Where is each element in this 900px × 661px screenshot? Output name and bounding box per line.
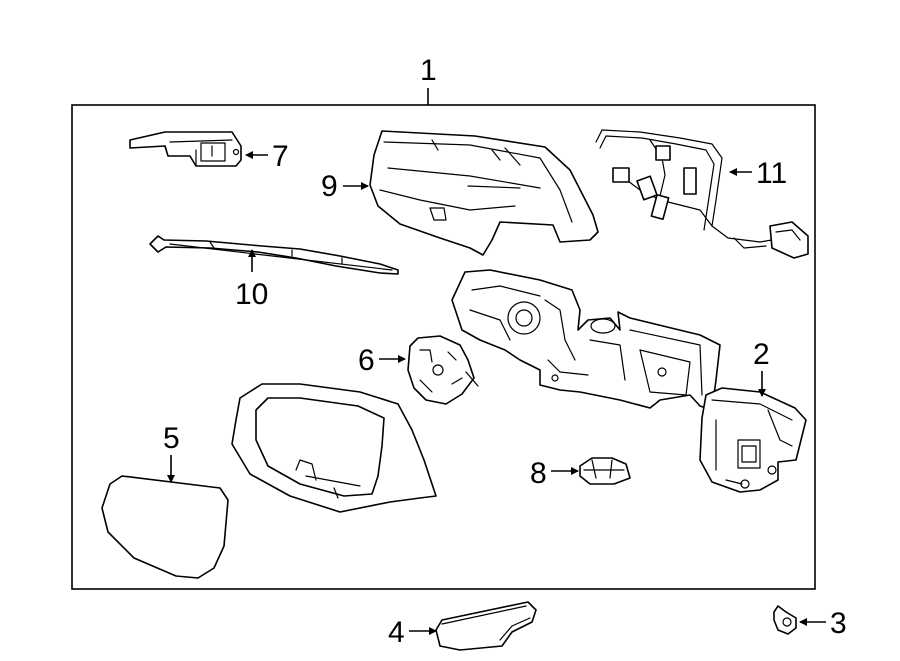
part-3-screw[interactable] (773, 605, 797, 635)
callout-label-10: 10 (235, 278, 268, 311)
part-4-lower-cover[interactable] (435, 601, 537, 651)
callout-3[interactable]: 3 (799, 607, 847, 640)
callout-label-7: 7 (272, 140, 289, 173)
callout-11[interactable]: 11 (729, 157, 787, 190)
callout-6[interactable]: 6 (358, 344, 406, 377)
callout-label-3: 3 (830, 607, 847, 640)
assembly-frame (71, 104, 816, 590)
callout-label-1: 1 (420, 54, 437, 87)
part-11-wiring-harness[interactable] (595, 129, 809, 259)
callout-label-8: 8 (530, 457, 547, 490)
callout-label-5: 5 (163, 422, 180, 455)
callout-label-2: 2 (753, 338, 770, 371)
callout-5[interactable]: 5 (163, 422, 180, 483)
part-mirror-housing[interactable] (451, 269, 721, 411)
part-10-trim-strip[interactable] (149, 235, 399, 275)
callout-10[interactable]: 10 (235, 249, 268, 311)
callout-4[interactable]: 4 (388, 616, 437, 649)
part-6-motor[interactable] (407, 335, 479, 405)
callout-1[interactable]: 1 (420, 54, 437, 105)
part-8-clip[interactable] (579, 457, 631, 485)
part-2-housing[interactable] (699, 387, 807, 493)
part-5-mirror-glass[interactable] (101, 475, 229, 579)
callout-label-6: 6 (358, 344, 375, 377)
callout-label-4: 4 (388, 616, 405, 649)
callout-label-9: 9 (321, 170, 338, 203)
callout-label-11: 11 (756, 157, 787, 190)
callout-9[interactable]: 9 (321, 170, 369, 203)
part-7-bracket[interactable] (129, 131, 242, 167)
callout-2[interactable]: 2 (753, 338, 770, 397)
callout-8[interactable]: 8 (530, 457, 579, 490)
callout-7[interactable]: 7 (245, 140, 289, 173)
part-9-mirror-cap[interactable] (369, 130, 599, 256)
part-mirror-bezel[interactable] (231, 383, 437, 513)
